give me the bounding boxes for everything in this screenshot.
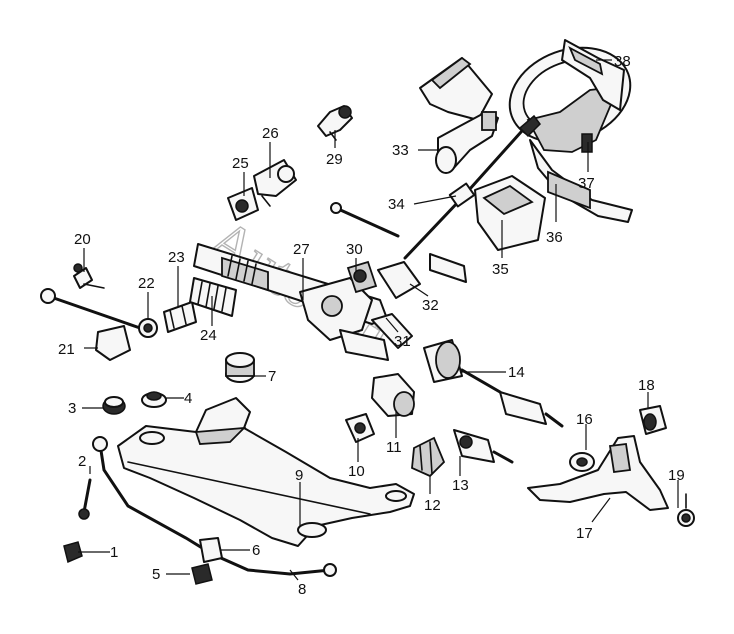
subframe-part-9 [117, 397, 415, 547]
callout-6: 6 [252, 542, 260, 559]
callout-3: 3 [68, 400, 76, 417]
steering-column-shaft-34 [403, 114, 541, 260]
tie-rod-nut-part-22 [138, 318, 158, 338]
link-part-2 [78, 436, 108, 520]
callout-23: 23 [168, 249, 185, 266]
callout-34: 34 [388, 196, 405, 213]
callout-22: 22 [138, 275, 155, 292]
gaiter-part-31 [371, 313, 413, 349]
callout-labels: 1 2 3 4 5 6 7 8 9 10 11 12 13 14 16 17 1… [58, 53, 685, 598]
callout-17: 17 [576, 525, 593, 542]
callout-19: 19 [668, 467, 685, 484]
bush-part-6 [199, 537, 223, 563]
link-rod-part-28 [330, 202, 400, 238]
tie-rod-assembly-part-21 [40, 288, 142, 361]
callout-32: 32 [422, 297, 439, 314]
callout-7: 7 [268, 368, 276, 385]
callout-11: 11 [386, 439, 402, 456]
callout-9: 9 [295, 467, 303, 484]
bush-part-10 [345, 413, 375, 443]
callout-30: 30 [346, 241, 363, 258]
callout-12: 12 [424, 497, 441, 514]
callout-21: 21 [58, 341, 75, 358]
column-cover-upper [419, 56, 493, 121]
drive-shaft-part-14 [423, 339, 564, 428]
callout-27: 27 [293, 241, 310, 258]
column-bracket-part-36 [529, 139, 633, 223]
intermediate-shaft-part-32 [377, 253, 467, 299]
callout-2: 2 [78, 453, 86, 470]
cv-joint-part-13 [453, 429, 514, 464]
pinion-part-30 [346, 260, 378, 294]
boot-part-12 [411, 436, 446, 478]
universal-joint-part-26 [253, 159, 297, 207]
callout-13: 13 [452, 477, 469, 494]
callout-38: 38 [614, 53, 631, 70]
callout-37: 37 [578, 175, 595, 192]
horn-pad-part-38 [561, 39, 625, 111]
callout-25: 25 [232, 155, 249, 172]
callout-1: 1 [110, 544, 118, 561]
callout-10: 10 [348, 463, 365, 480]
callout-33: 33 [392, 142, 409, 159]
coupling-part-25 [227, 187, 259, 221]
clamp-part-23 [163, 301, 197, 333]
callout-5: 5 [152, 566, 160, 583]
callout-29: 29 [326, 151, 343, 168]
mount-part-7 [225, 352, 255, 383]
ignition-lock-part-33 [435, 111, 499, 174]
callout-36: 36 [546, 229, 563, 246]
callout-16: 16 [576, 411, 593, 428]
callout-18: 18 [638, 377, 655, 394]
nut-part-1 [63, 541, 83, 564]
leader-lines [78, 59, 679, 581]
clamp-part-5 [191, 563, 213, 585]
callout-8: 8 [298, 581, 306, 598]
callout-26: 26 [262, 125, 279, 142]
callout-31: 31 [394, 333, 411, 350]
ball-joint-part-19 [677, 493, 695, 527]
callout-14: 14 [508, 364, 525, 381]
rack-boot-part-24 [189, 277, 237, 317]
bush-part-3 [102, 396, 126, 415]
callout-24: 24 [200, 327, 217, 344]
callout-20: 20 [74, 231, 91, 248]
stabilizer-bar-part-8 [98, 442, 337, 577]
callout-4: 4 [184, 390, 192, 407]
tie-rod-end-part-20 [73, 263, 105, 289]
switch-part-29 [317, 105, 353, 141]
lower-arm-part-17 [527, 435, 669, 511]
washer-part-4 [141, 391, 167, 408]
arm-bush-part-16 [569, 452, 595, 472]
rack-gaiter-ribs [227, 255, 257, 285]
column-cover-lower-part-35 [474, 175, 546, 251]
bush-part-11 [371, 373, 415, 417]
arm-bush-part-18 [639, 405, 667, 435]
callout-35: 35 [492, 261, 509, 278]
